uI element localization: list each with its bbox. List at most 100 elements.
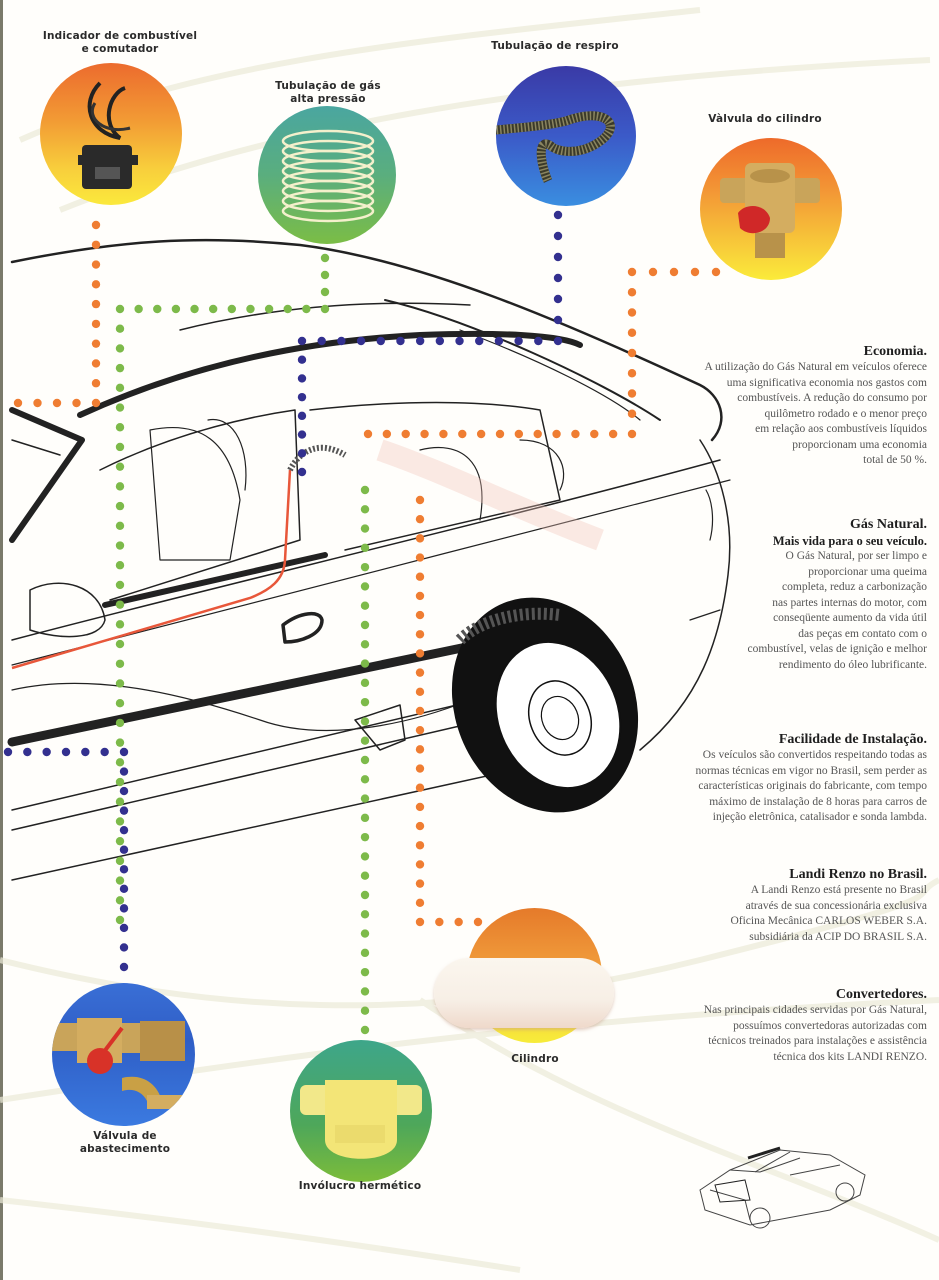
connector-dot (627, 267, 637, 277)
connector-dot (91, 280, 101, 289)
label-line: e comutador (81, 43, 159, 55)
body-line: características originais do fabricante,… (698, 780, 927, 792)
connector-dot (115, 580, 125, 590)
section-body: A Landi Renzo está presente no Brasil at… (730, 883, 927, 945)
connector-dot (134, 304, 143, 314)
body-line: técnicos treinados para instalações e as… (708, 1035, 927, 1047)
body-line: quilômetro rodado e o menor preço (764, 407, 927, 420)
connector-dot (415, 610, 425, 620)
connector-dot (514, 336, 523, 346)
connector-dot (115, 304, 125, 314)
connector-dot (458, 429, 467, 439)
connector-dot (473, 917, 483, 927)
body-line: uma significativa economia nos gastos co… (726, 376, 927, 389)
connector-dot (420, 429, 429, 439)
connector-dot (91, 379, 101, 388)
connector-dot (690, 267, 700, 277)
connector-dot (415, 802, 425, 812)
brass-valve-icon (720, 163, 820, 258)
connector-dot (119, 865, 129, 874)
fuel-line (11, 469, 292, 670)
connector-dot (415, 764, 425, 773)
connector-dot (360, 948, 370, 958)
connector-dot (360, 967, 370, 977)
connector-dot (297, 392, 307, 402)
fuel-indicator-switch-icon (78, 81, 138, 189)
connector-dot (297, 355, 307, 364)
body-line: possuímos convertedoras autorizadas com (733, 1019, 927, 1032)
connector-dot (119, 962, 129, 972)
body-line: conseqüente aumento da vida útil (773, 612, 927, 624)
connector-dot (553, 315, 563, 325)
section-body: A utilização do Gás Natural em veículos … (704, 360, 927, 469)
section-landi-renzo: Landi Renzo no Brasil. A Landi Renzo est… (730, 866, 927, 945)
label-line: alta pressão (290, 93, 366, 105)
body-line: técnica dos kits LANDI RENZO. (773, 1050, 927, 1063)
connector-dot (208, 304, 218, 314)
connector-dot (415, 917, 425, 927)
high-pressure-tube-circle[interactable] (258, 106, 396, 244)
connector-dot (72, 398, 81, 408)
connector-dot (360, 505, 370, 514)
connector-dot (415, 879, 425, 888)
connector-dot (415, 898, 425, 908)
connector-dot (360, 1025, 370, 1035)
section-title: Economia. (863, 344, 927, 359)
body-line: proporcionam uma economia (792, 438, 927, 451)
high-pressure-tube-connector (115, 253, 330, 925)
connector-dot (360, 640, 370, 649)
fuel-indicator-circle[interactable] (40, 63, 182, 205)
connector-dot (476, 429, 486, 439)
connector-dot (360, 987, 370, 996)
connector-dot (360, 794, 370, 803)
connector-dot (91, 339, 101, 348)
connector-dot (13, 398, 23, 408)
connector-dot (115, 698, 125, 708)
connector-dot (115, 501, 125, 511)
section-title: Gás Natural. (850, 517, 927, 532)
filling-valve-label: Válvula de abastecimento (60, 1130, 190, 1156)
cylinder-connector (415, 495, 483, 927)
connector-dot (115, 718, 125, 728)
cylinder-valve-circle[interactable] (700, 138, 842, 280)
body-line: Oficina Mecânica CARLOS WEBER S.A. (730, 915, 927, 927)
high-pressure-tube-label: Tubulação de gás alta pressão (263, 80, 393, 106)
vent-tube-circle[interactable] (496, 66, 636, 206)
connector-dot (454, 917, 463, 927)
connector-dot (415, 783, 425, 792)
connector-dot (553, 336, 563, 346)
connector-dot (283, 304, 292, 314)
connector-dot (360, 601, 370, 610)
connector-dot (91, 299, 101, 309)
cylinder-valve-label: Vàlvula do cilindro (708, 113, 822, 125)
connector-dot (246, 304, 255, 314)
connector-dot (91, 319, 101, 329)
connector-dot (415, 572, 425, 581)
body-line: subsidiária da ACIP DO BRASIL S.A. (749, 930, 927, 943)
hermetic-housing-circle[interactable] (290, 1040, 432, 1182)
connector-dot (415, 841, 425, 850)
connector-dot (115, 836, 125, 846)
connector-dot (337, 336, 346, 346)
body-line: normas técnicas em vigor no Brasil, sem … (695, 764, 927, 777)
connector-dot (297, 430, 307, 439)
fuel-indicator-connector (13, 220, 101, 408)
connector-dot (115, 541, 125, 550)
connector-dot (119, 923, 129, 933)
filling-valve-circle[interactable] (52, 983, 195, 1126)
connector-dot (363, 429, 373, 439)
connector-dot (360, 832, 370, 842)
body-line: injeção eletrônica, catalisador e sonda … (712, 811, 927, 823)
connector-dot (401, 429, 410, 439)
connector-dot (627, 308, 637, 317)
connector-dot (553, 294, 563, 304)
connector-dot (3, 747, 13, 757)
section-title: Facilidade de Instalação. (778, 732, 927, 747)
connector-dot (115, 777, 125, 787)
connector-dot (360, 562, 370, 572)
body-line: A Landi Renzo está presente no Brasil (750, 884, 927, 896)
connector-dot (360, 620, 370, 630)
connector-dot (514, 429, 524, 439)
cylinder-label: Cilindro (511, 1053, 559, 1065)
body-line: completa, reduz a carbonização (782, 581, 927, 593)
